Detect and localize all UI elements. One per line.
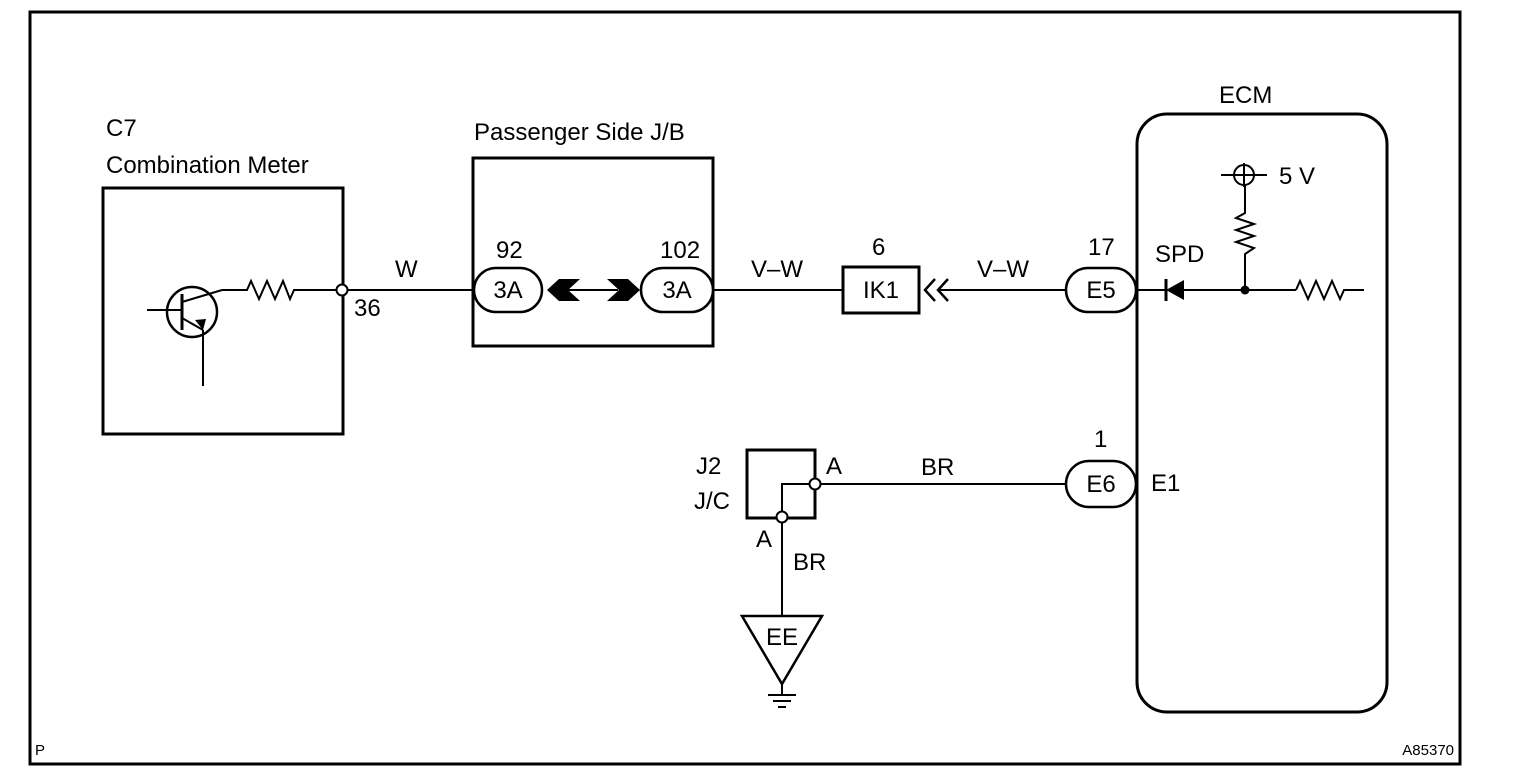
footer-left-mark: P: [35, 742, 45, 759]
wire-w-label: W: [395, 256, 418, 283]
ground-ee-label: EE: [766, 624, 798, 651]
jc-pin-a-right: A: [826, 453, 842, 480]
ik1-connector-label: IK1: [863, 277, 899, 304]
ecm-e1-terminal: E1: [1151, 470, 1180, 497]
jc-terminal-right: [808, 477, 822, 491]
meter-resistor-icon: [222, 278, 337, 302]
meter-terminal-36: [335, 283, 349, 297]
jc-terminal-bottom: [775, 510, 789, 524]
wire-vw-2-label: V–W: [977, 256, 1029, 283]
jb-in-pin-92: 92: [496, 237, 523, 264]
meter-id-label: C7: [106, 115, 137, 142]
meter-pin-36: 36: [354, 295, 381, 322]
combination-meter-box: [101, 186, 345, 436]
ecm-resistor-icon: [1295, 278, 1364, 302]
ground-icon: [768, 684, 796, 708]
ecm-e6-connector-label: E6: [1086, 471, 1115, 498]
jb-in-connector: [472, 266, 544, 314]
ground-ee-triangle: [739, 614, 825, 687]
supply-5v-label: 5 V: [1279, 163, 1315, 190]
ecm-spd-terminal: SPD: [1155, 241, 1204, 268]
e6-pin-1: 1: [1094, 426, 1107, 453]
jc-pin-a-bottom: A: [756, 526, 772, 553]
jb-chevron-left-icon: [547, 279, 580, 301]
wire-br-2-label: BR: [793, 549, 826, 576]
jb-chevron-right-icon: [607, 279, 640, 301]
supply-5v-icon: [1221, 163, 1267, 187]
ik1-pin-6: 6: [872, 234, 885, 261]
jb-in-connector-label: 3A: [493, 277, 522, 304]
jb-out-pin-102: 102: [660, 237, 700, 264]
e5-pin-17: 17: [1088, 234, 1115, 261]
diode-icon: [1164, 279, 1184, 301]
ik1-chevron-icon: [923, 278, 936, 302]
ecm-box: [1135, 112, 1389, 714]
passenger-jb-box: [471, 156, 715, 348]
transistor-icon: [147, 285, 223, 386]
pullup-resistor-icon: [1232, 184, 1258, 290]
meter-name-label: Combination Meter: [106, 152, 309, 179]
ecm-e5-connector-label: E5: [1086, 277, 1115, 304]
jc-internal-link: [781, 483, 810, 511]
jc-id-label: J2: [696, 453, 721, 480]
jb-name-label: Passenger Side J/B: [474, 119, 685, 146]
ecm-name-label: ECM: [1219, 82, 1272, 109]
jb-out-connector-label: 3A: [662, 277, 691, 304]
wire-vw-1-label: V–W: [751, 256, 803, 283]
wire-br-1-label: BR: [921, 454, 954, 481]
ik1-connector: [841, 265, 921, 315]
jc-name-label: J/C: [694, 488, 730, 515]
figure-code: A85370: [1402, 742, 1454, 759]
diagram-frame: [28, 10, 1462, 766]
